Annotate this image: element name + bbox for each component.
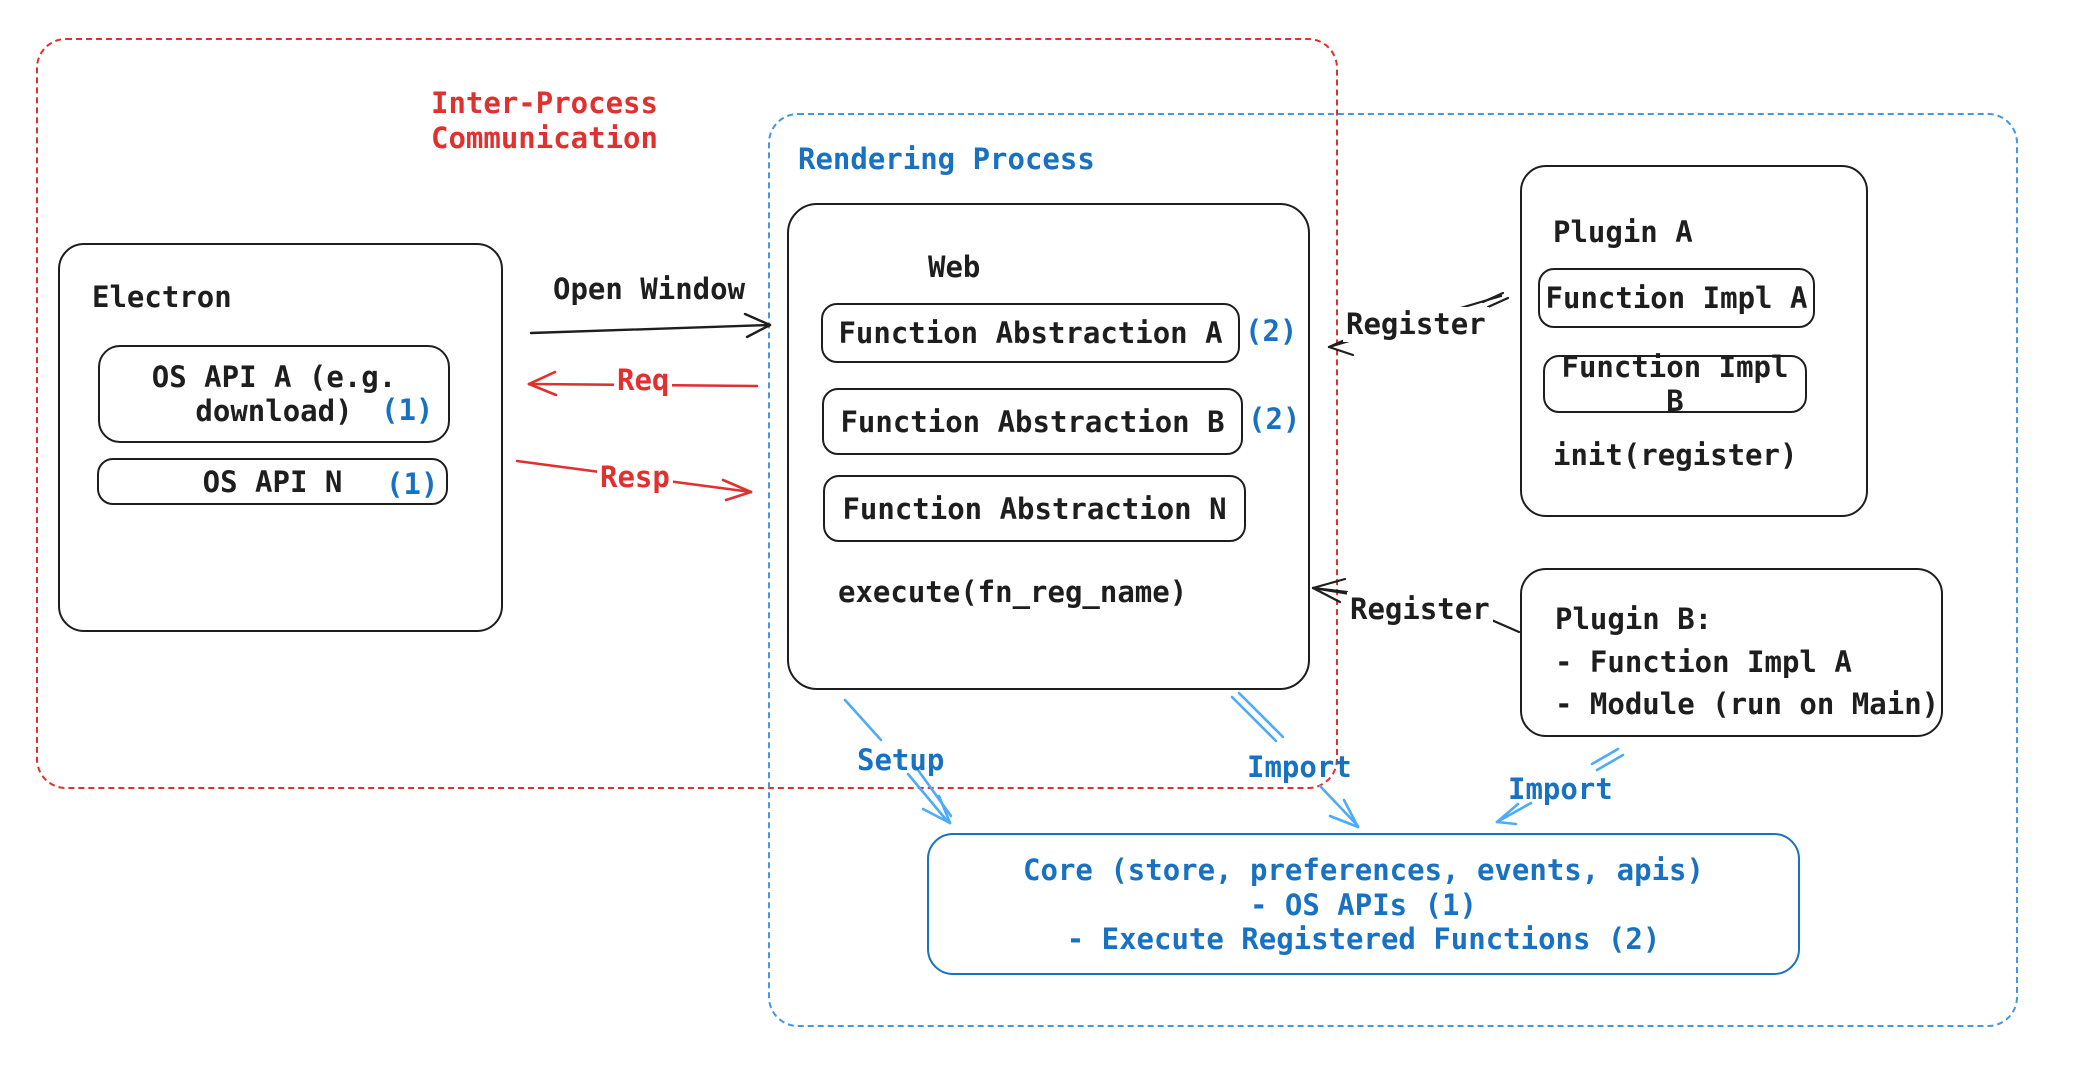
- function-abstraction-a-badge: (2): [1245, 314, 1298, 348]
- import-web-label: Import: [1247, 750, 1352, 784]
- import-plugin-arrow: [1495, 747, 1625, 826]
- resp-label: Resp: [597, 460, 673, 495]
- plugin-b-box: [1520, 568, 1943, 737]
- web-title: Web: [928, 250, 981, 284]
- import-web-arrow: [1230, 691, 1360, 829]
- core-box: [927, 833, 1800, 975]
- rendering-process-label: Rendering Process: [798, 142, 1095, 176]
- os-api-a-badge: (1): [381, 393, 434, 427]
- function-impl-b-label: Function Impl B: [1561, 350, 1789, 418]
- plugin-b-item-function-impl-a: - Function Impl A: [1555, 645, 1852, 679]
- setup-label: Setup: [857, 743, 945, 777]
- function-impl-a-box: Function Impl A: [1538, 268, 1815, 328]
- function-abstraction-b-label: Function Abstraction B: [840, 404, 1225, 439]
- open-window-label: Open Window: [553, 272, 746, 306]
- plugin-a-title: Plugin A: [1553, 215, 1693, 249]
- ipc-region-frame: [36, 38, 1338, 789]
- os-api-n-label: OS API N: [202, 464, 343, 499]
- core-label-line3: - Execute Registered Functions (2): [1066, 922, 1661, 956]
- os-api-a-box: OS API A (e.g. download): [98, 345, 450, 443]
- rendering-process-region-frame: [768, 113, 2018, 1027]
- os-api-n-box: OS API N: [97, 458, 448, 505]
- function-abstraction-n-label: Function Abstraction N: [842, 491, 1227, 526]
- function-abstraction-b-box: Function Abstraction B: [822, 388, 1243, 455]
- open-window-arrow: [529, 312, 772, 339]
- plugin-b-item-module: - Module (run on Main): [1555, 687, 1940, 721]
- function-abstraction-a-box: Function Abstraction A: [821, 303, 1240, 363]
- core-label-line2: - OS APIs (1): [1250, 888, 1477, 922]
- electron-title: Electron: [92, 280, 232, 314]
- os-api-a-label-line2: download): [195, 394, 353, 428]
- setup-arrow: [843, 698, 953, 825]
- ipc-region-label: Inter-Process Communication: [431, 86, 658, 155]
- function-impl-a-label: Function Impl A: [1545, 281, 1808, 315]
- function-abstraction-n-box: Function Abstraction N: [823, 475, 1246, 542]
- init-register-label: init(register): [1553, 438, 1798, 472]
- register-b-label: Register: [1347, 592, 1493, 627]
- os-api-n-badge: (1): [386, 467, 439, 501]
- plugin-a-box: [1520, 165, 1868, 517]
- plugin-b-title: Plugin B:: [1555, 602, 1713, 636]
- os-api-a-label-line1: OS API A (e.g.: [151, 360, 397, 394]
- import-plugin-label: Import: [1508, 772, 1613, 806]
- function-abstraction-b-badge: (2): [1248, 402, 1301, 436]
- core-label-line1: Core (store, preferences, events, apis): [1023, 853, 1704, 887]
- req-label: Req: [614, 363, 673, 398]
- register-a-label: Register: [1343, 307, 1489, 342]
- function-impl-b-box: Function Impl B: [1543, 350, 1807, 418]
- execute-label: execute(fn_reg_name): [838, 575, 1188, 609]
- function-abstraction-a-label: Function Abstraction A: [838, 316, 1223, 350]
